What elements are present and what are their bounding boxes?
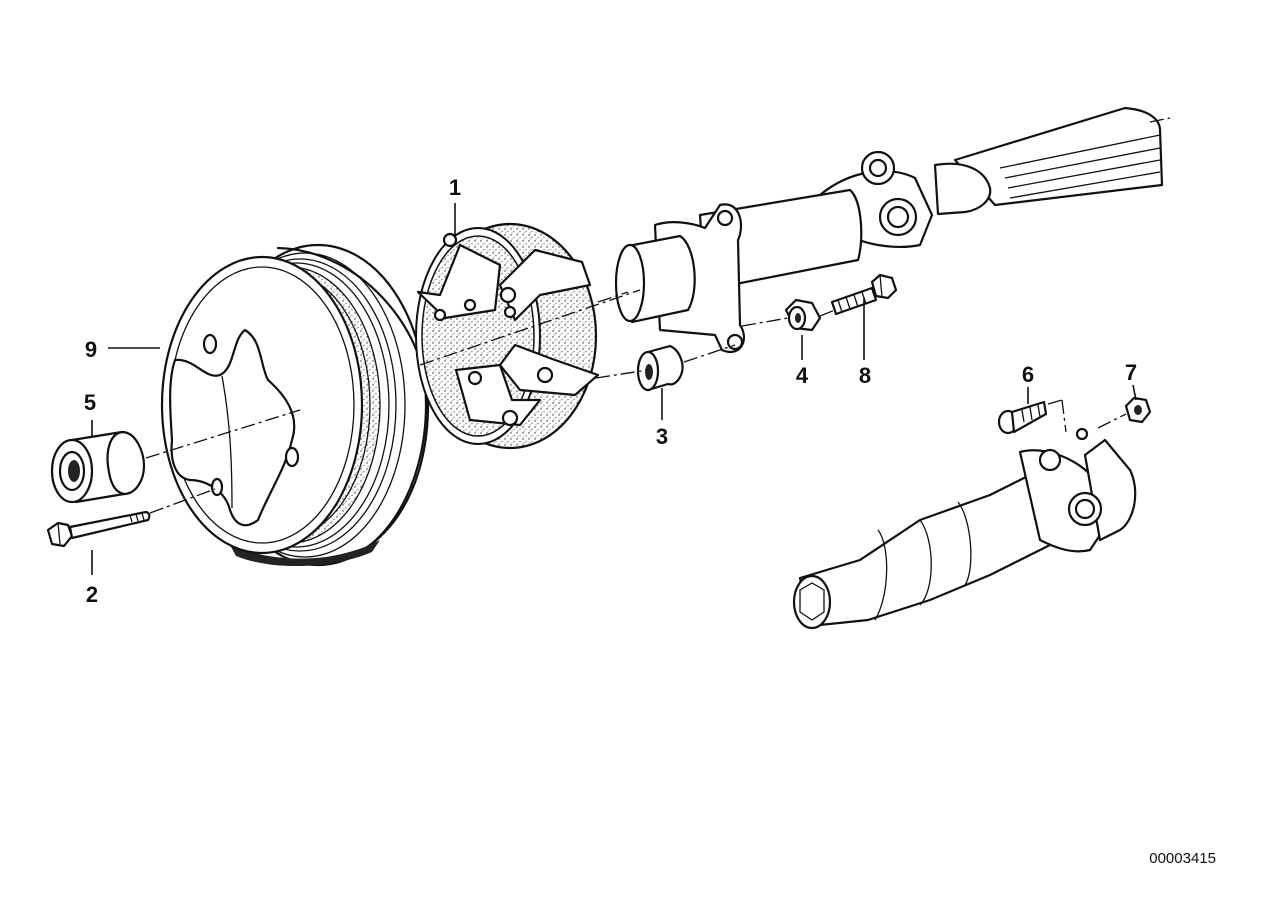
leader-lines bbox=[91, 203, 1137, 575]
callout-9: 9 bbox=[85, 337, 97, 362]
callout-6: 6 bbox=[1022, 362, 1034, 387]
document-number: 00003415 bbox=[1149, 850, 1216, 867]
part-small-bolt bbox=[997, 400, 1048, 435]
part-centering-sleeve bbox=[636, 344, 684, 392]
callout-2: 2 bbox=[86, 582, 98, 607]
callout-labels: 1 2 3 4 5 6 7 8 9 bbox=[84, 175, 1137, 607]
assembly-center-lines bbox=[145, 117, 1171, 514]
callout-4: 4 bbox=[796, 363, 809, 388]
callout-7: 7 bbox=[1125, 360, 1137, 385]
callout-3: 3 bbox=[656, 424, 668, 449]
part-sleeve bbox=[50, 430, 146, 504]
part-nut bbox=[784, 298, 822, 332]
part-drive-shaft bbox=[614, 106, 1164, 353]
part-small-nut bbox=[1124, 396, 1152, 424]
part-bolt bbox=[830, 273, 898, 316]
callout-5: 5 bbox=[84, 390, 96, 415]
part-rear-shaft bbox=[792, 427, 1137, 630]
callout-1: 1 bbox=[449, 175, 461, 200]
part-long-bolt bbox=[46, 510, 151, 548]
part-vibration-damper bbox=[160, 243, 430, 567]
part-flex-disc bbox=[415, 222, 600, 450]
callout-8: 8 bbox=[859, 363, 871, 388]
